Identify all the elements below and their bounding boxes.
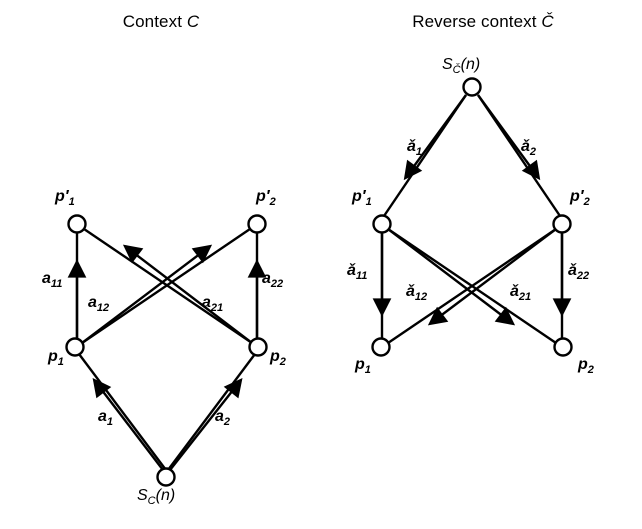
glyph-arg-n: (n) [460,56,481,73]
glyph-prime: ′ [579,188,584,205]
glyph-a: a [202,294,211,311]
glyph-p: p [48,348,58,365]
glyph-prime: ′ [265,188,270,205]
glyph-p: p [578,356,588,373]
left-edge-a2 [167,353,256,471]
left-node-p-1[interactable] [65,337,85,357]
right-node-p-prime-2[interactable] [552,214,572,234]
glyph-prime: ′ [64,188,69,205]
glyph-a: a [262,270,271,287]
left-label-p-prime-1: p′1 [55,188,75,208]
right-node-p-1[interactable] [371,337,391,357]
right-label-p-prime-1: p′1 [352,188,372,208]
right-label-root: SČ(n) [442,56,481,76]
left-edge-label-a21: a21 [202,294,224,314]
left-edge-a21 [83,228,253,344]
glyph-sub-2: 2 [269,196,276,208]
right-panel-title-symbol: Č [541,12,554,31]
right-edge-label-a21: ǎ21 [510,283,532,303]
right-panel-title-text: Reverse context [412,12,542,31]
right-panel-title: Reverse context Č [383,12,583,32]
right-node-p-2[interactable] [553,337,573,357]
glyph-p: p [355,356,365,373]
glyph-sub-11: 11 [50,278,63,290]
left-edge-label-a22: a22 [262,270,284,290]
glyph-sub-2: 2 [583,196,590,208]
right-node-root[interactable] [462,77,482,97]
left-label-p-2: p2 [270,348,286,368]
left-label-p-prime-2: p′2 [256,188,276,208]
glyph-sub-Ccheck: Č [452,64,461,76]
left-panel-title-text: Context [122,12,187,31]
glyph-S: S [442,56,453,73]
glyph-p: p [352,188,362,205]
glyph-sub-2: 2 [587,364,594,376]
left-label-p-1: p1 [48,348,64,368]
left-panel-title: Context C [86,12,236,32]
glyph-a: a [98,408,107,425]
glyph-p: p [570,188,580,205]
glyph-sub-1: 1 [106,416,114,428]
glyph-p: p [55,188,65,205]
glyph-sub-1: 1 [415,146,423,158]
left-node-p-prime-1[interactable] [67,214,87,234]
glyph-sub-1: 1 [364,364,371,376]
glyph-sub-2: 2 [279,356,286,368]
glyph-a-check: ǎ [406,283,415,300]
glyph-a: a [215,408,224,425]
glyph-sub-2: 2 [529,146,537,158]
glyph-sub-1: 1 [365,196,372,208]
right-label-p-prime-2: p′2 [570,188,590,208]
glyph-a: a [88,294,97,311]
glyph-p: p [270,348,280,365]
glyph-a-check: ǎ [521,138,530,155]
right-edge-label-a1: ǎ1 [407,138,423,158]
glyph-arg-n: (n) [155,487,176,504]
right-node-p-prime-1[interactable] [372,214,392,234]
glyph-sub-1: 1 [68,196,75,208]
glyph-sub-1: 1 [57,356,64,368]
glyph-sub-11: 11 [355,270,368,282]
glyph-sub-C: C [147,495,156,507]
left-node-root[interactable] [156,467,176,487]
glyph-sub-2: 2 [223,416,231,428]
right-edge-label-a2: ǎ2 [521,138,537,158]
glyph-a-check: ǎ [510,283,519,300]
glyph-a-check: ǎ [347,262,356,279]
left-edge-label-a12: a12 [88,294,110,314]
right-edge-label-a22: ǎ22 [568,262,590,282]
left-node-p-2[interactable] [248,337,268,357]
left-edge-label-a11: a11 [42,270,63,290]
glyph-a-check: ǎ [407,138,416,155]
left-panel-title-symbol: C [186,12,200,31]
right-edge-label-a11: ǎ11 [347,262,368,282]
right-edge-a21 [387,228,557,344]
glyph-sub-22: 22 [576,270,590,282]
glyph-a-check: ǎ [568,262,577,279]
left-label-root: SC(n) [137,487,176,507]
right-edge-label-a12: ǎ12 [406,283,428,303]
glyph-sub-22: 22 [270,278,284,290]
glyph-prime: ′ [361,188,366,205]
glyph-sub-21: 21 [518,291,532,303]
left-edge-a1 [78,353,167,471]
right-edge-a2 [477,94,561,217]
right-label-p-2: p2 [578,356,594,376]
glyph-sub-12: 12 [96,302,110,314]
right-edge-a1 [383,94,467,217]
right-label-p-1: p1 [355,356,371,376]
glyph-sub-12: 12 [414,291,428,303]
glyph-sub-21: 21 [210,302,224,314]
glyph-a: a [42,270,51,287]
left-edge-label-a2: a2 [215,408,231,428]
left-edge-label-a1: a1 [98,408,114,428]
glyph-S: S [137,487,148,504]
left-node-p-prime-2[interactable] [247,214,267,234]
glyph-p: p [256,188,266,205]
